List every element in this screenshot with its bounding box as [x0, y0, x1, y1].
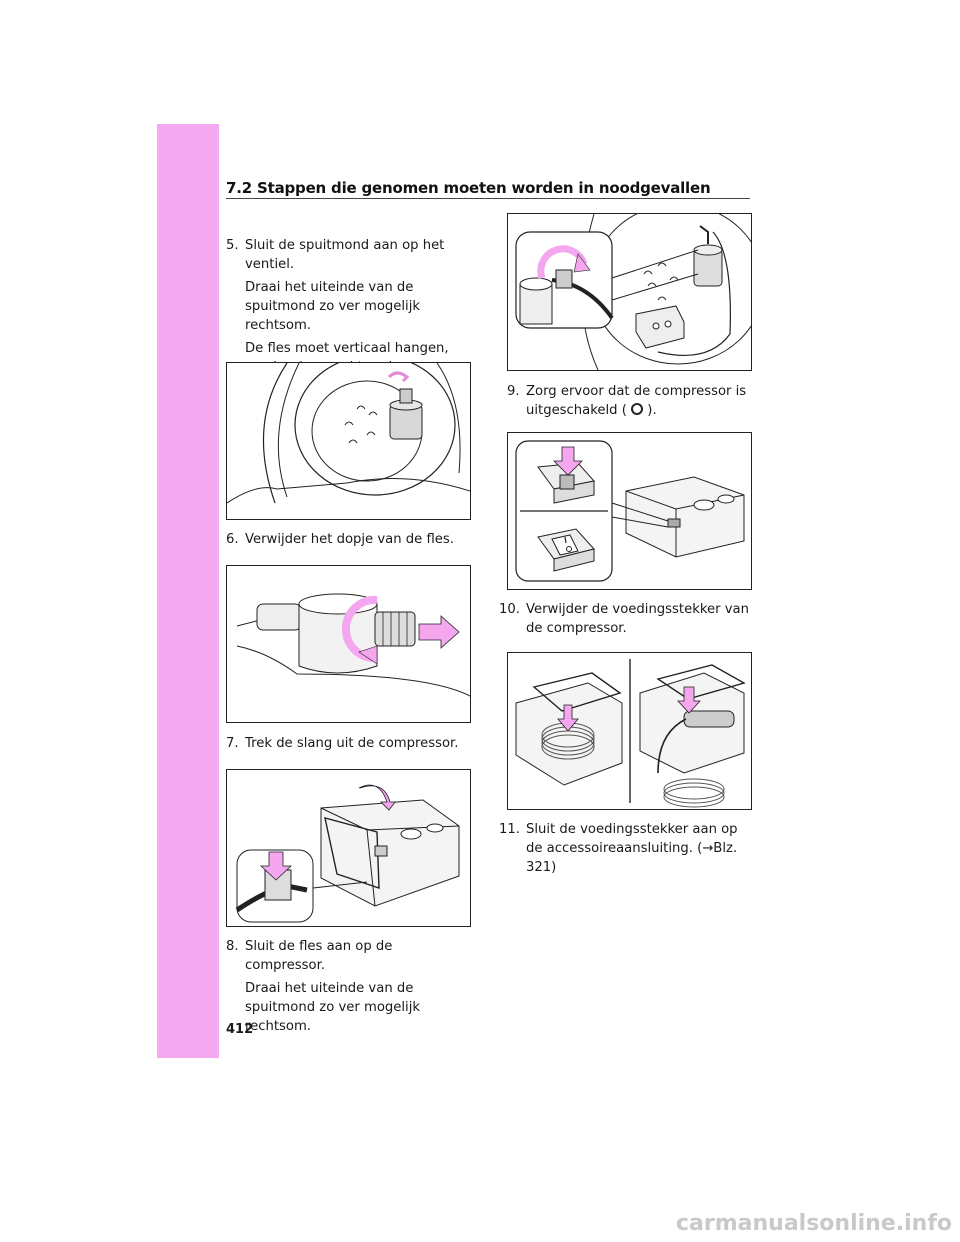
step-text: Sluit de fles aan op de compressor. [245, 939, 393, 973]
step-subtext: Draai het uiteinde van de spuitmond zo v… [245, 280, 421, 333]
step-subtext: Draai het uiteinde van de spuitmond zo v… [245, 981, 421, 1034]
step-11: 11. Sluit de voedingsstekker aan op de a… [499, 820, 757, 877]
watermark: carmanualsonline.info [676, 1211, 952, 1236]
step-number: 5. [226, 238, 239, 253]
step-text: Trek de slang uit de compressor. [245, 736, 459, 751]
switch-off-illustration [515, 440, 745, 582]
step-number: 11. [499, 822, 520, 837]
step-10: 10. Verwijder de voedingsstekker van de … [499, 600, 757, 638]
step-number: 10. [499, 602, 520, 617]
off-symbol-icon [631, 403, 644, 415]
step-8: 8. Sluit de fles aan op de compressor. D… [226, 937, 476, 1036]
page-header: 7.2 Stappen die genomen moeten worden in… [226, 179, 711, 197]
figure-bottle-on-wheel [226, 362, 471, 520]
step-number: 6. [226, 532, 239, 547]
bottle-connected-illustration [515, 214, 751, 370]
step-7: 7. Trek de slang uit de compressor. [226, 734, 476, 753]
step-text: Sluit de spuitmond aan op het ventiel. [245, 238, 445, 272]
step-text: Zorg ervoor dat de compressor is uitgesc… [526, 382, 757, 420]
figure-switch-off [507, 432, 752, 590]
step-number: 8. [226, 939, 239, 954]
step-number: 9. [507, 384, 520, 399]
header-divider [226, 198, 750, 199]
figure-remove-plug [507, 652, 752, 810]
remove-cap-illustration [236, 593, 470, 697]
step-number: 7. [226, 736, 239, 751]
figure-pull-hose [226, 769, 471, 927]
figure-remove-cap [226, 565, 471, 723]
pull-hose-illustration [235, 784, 460, 923]
wheel-bottle-illustration [227, 363, 470, 504]
figure-bottle-connected [507, 213, 752, 371]
step-text-b: ). [647, 403, 657, 418]
sidebar-tab [157, 124, 219, 1058]
step-text: Verwijder het dopje van de fles. [245, 532, 454, 547]
remove-plug-illustration [515, 659, 746, 808]
step-text: Verwijder de voedingsstekker van de comp… [526, 602, 749, 636]
step-text: Sluit de voedingsstekker aan op de acces… [526, 822, 738, 875]
step-text-a: Zorg ervoor dat de compressor is uitgesc… [526, 384, 747, 418]
step-6: 6. Verwijder het dopje van de fles. [226, 530, 476, 549]
step-9: 9. Zorg ervoor dat de compressor is uitg… [507, 382, 757, 420]
page-number: 412 [226, 1022, 254, 1037]
